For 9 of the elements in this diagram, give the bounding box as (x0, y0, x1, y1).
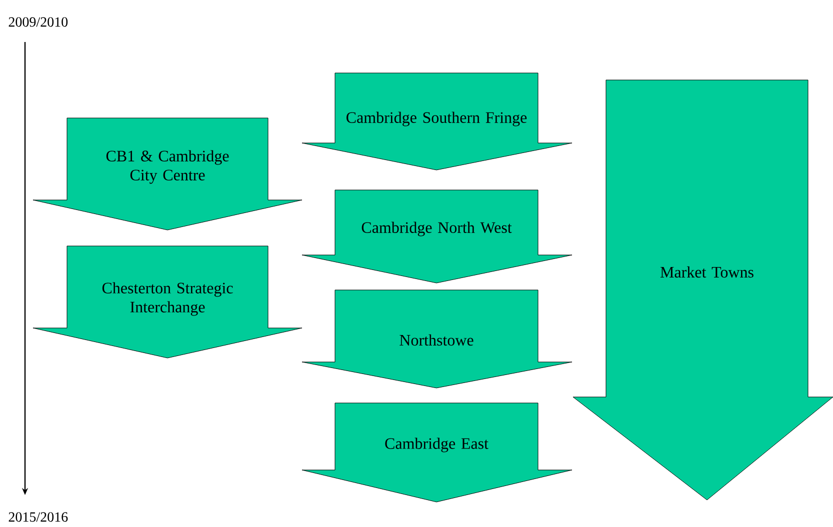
down-arrow-box: CB1 & Cambridge City Centre (32, 118, 302, 230)
down-arrow-box: Northstowe (302, 290, 572, 388)
down-arrow-box: Market Towns (572, 80, 833, 500)
year-label: 2009/2010 (8, 17, 68, 27)
down-arrow-box: Cambridge East (302, 402, 572, 502)
down-arrow-box: Cambridge North West (302, 190, 572, 284)
year-label: 2015/2016 (8, 512, 68, 522)
down-arrow-box: Cambridge Southern Fringe (302, 72, 572, 170)
down-arrow-box: Chesterton Strategic Interchange (32, 246, 302, 358)
